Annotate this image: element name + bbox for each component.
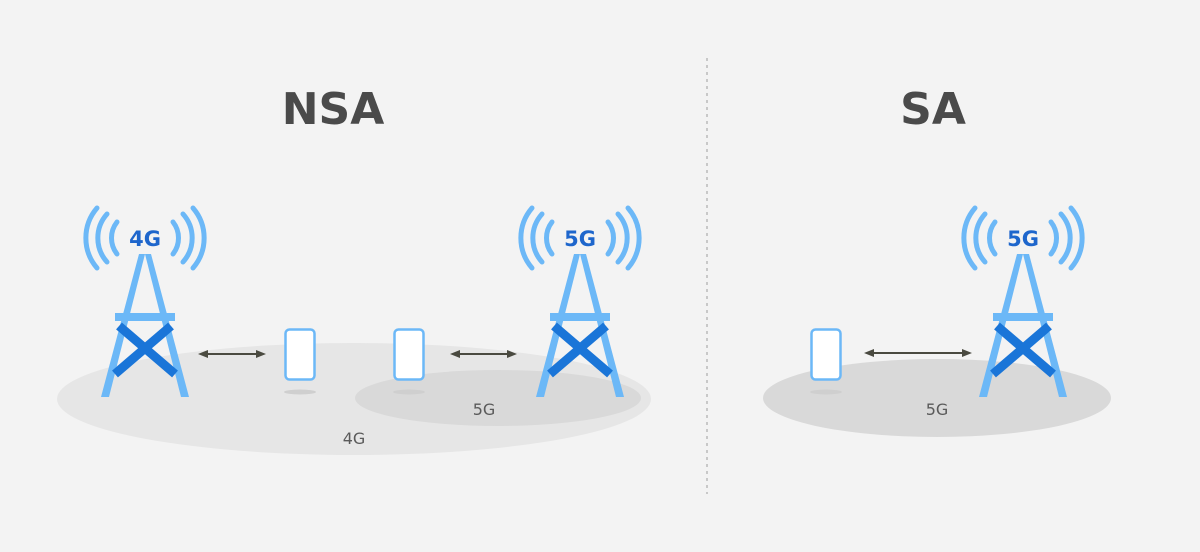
sa-phone [810,328,842,395]
nsa-phone-5g [393,328,425,395]
cell-tower-icon [979,254,1067,397]
nsa-5g-coverage-label: 5G [473,400,496,419]
signal-waves-icon [83,205,207,271]
signal-waves-icon [518,205,642,271]
nsa-4g-connection-arrow [198,350,266,358]
signal-waves-icon [961,205,1085,271]
nsa-phone-4g [284,328,316,395]
sa-title: SA [900,84,966,135]
cell-tower-icon [536,254,624,397]
smartphone-icon [284,328,316,381]
nsa-4g-coverage-label: 4G [343,429,366,448]
nsa-5g-connection-arrow [450,350,517,358]
sa-5g-tower: 5G [961,205,1085,397]
smartphone-icon [393,328,425,381]
nsa-4g-tower: 4G [83,205,207,397]
cell-tower-icon [101,254,189,397]
smartphone-icon [810,328,842,381]
nsa-5g-tower-label: 5G [564,227,596,251]
nsa-5g-tower: 5G [518,205,642,397]
sa-5g-connection-arrow [864,349,972,357]
sa-5g-tower-label: 5G [1007,227,1039,251]
sa-5g-coverage-area [763,359,1111,437]
sa-5g-coverage-label: 5G [926,400,949,419]
nsa-4g-tower-label: 4G [129,227,161,251]
nsa-5g-coverage-area [355,370,641,426]
nsa-title: NSA [282,84,385,135]
